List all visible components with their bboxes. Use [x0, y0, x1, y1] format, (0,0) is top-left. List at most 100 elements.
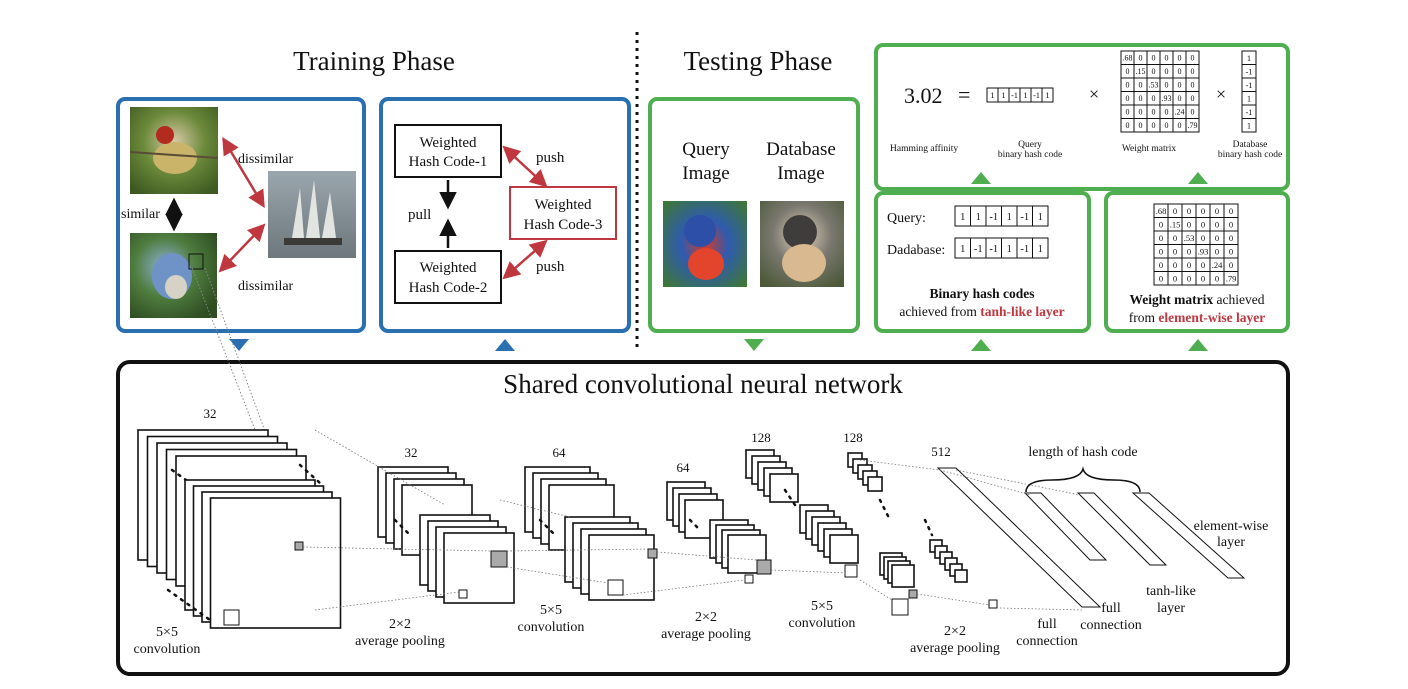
formula-weight-cell: 0 [1165, 108, 1169, 117]
element-wise-label-line2: layer [1217, 535, 1245, 550]
weight-matrix-cell: 0 [1229, 219, 1233, 229]
testing-phase-title: Testing Phase [684, 46, 833, 76]
formula-weight-cell: 0 [1152, 108, 1156, 117]
cnn-panel: Shared convolutional neural network 32 3… [116, 267, 1290, 676]
training-down-triangle [229, 339, 249, 351]
formula-weight-cell: 0 [1191, 94, 1195, 103]
connection-line-3 [506, 566, 609, 584]
connection-line-5 [499, 499, 571, 518]
pool1-depth: 32 [405, 445, 418, 460]
binary-db-label: Dadabase: [887, 243, 945, 258]
pool3-ellipsis-top [878, 498, 892, 522]
binary-up-triangle [971, 339, 991, 351]
formula-db-cell: -1 [1245, 80, 1252, 90]
formula-weight-cell: 0 [1126, 108, 1130, 117]
weight-matrix-cell: 0 [1187, 246, 1191, 256]
weight-caption-bold: Weight matrix [1130, 292, 1214, 307]
hash-code-3-line2: Hash Code-3 [524, 217, 603, 233]
tanh-label-line2: layer [1157, 601, 1185, 616]
pull-label: pull [408, 207, 431, 223]
cnn-layers [137, 429, 1246, 629]
connection-line-2 [314, 429, 446, 506]
receptive-field-box [188, 253, 204, 270]
goldfinch-body [153, 142, 197, 174]
binary-db-cell: -1 [1020, 244, 1029, 255]
connection-line-12 [939, 469, 1031, 496]
formula-weight-cell-border [1185, 118, 1200, 133]
binary-caption-line2: achieved from tanh-like layer [899, 304, 1064, 319]
formula-weight-cell: 0 [1126, 121, 1130, 130]
fc1-label-line1: full [1037, 617, 1057, 632]
formula-weight-cell: .93 [1162, 94, 1172, 103]
weight-matrix-cell: 0 [1159, 273, 1163, 283]
conv3-depth: 128 [751, 430, 771, 445]
formula-weight-cell: 0 [1139, 94, 1143, 103]
weight-matrix-cell: 0 [1229, 206, 1233, 216]
weight-caption-rest: achieved [1213, 292, 1265, 307]
pool1-op-label: average pooling [355, 634, 445, 649]
element-wise-strip [1131, 492, 1246, 579]
pool2-op-label: average pooling [661, 627, 751, 642]
connection-line-13 [955, 469, 1081, 496]
conv3-kernel-label: 5×5 [811, 599, 833, 614]
database-image-label-line2: Image [777, 163, 824, 184]
weight-matrix-cell: 0 [1201, 260, 1205, 270]
weight-matrix-cell: 0 [1159, 260, 1163, 270]
conv3-ellipsis [783, 488, 797, 507]
weight-matrix-cell: .68 [1156, 206, 1167, 216]
pool3-op-label: average pooling [910, 641, 1000, 656]
weight-matrix-cell: .24 [1212, 260, 1223, 270]
goldfinch-head [156, 126, 174, 144]
similar-label: similar [121, 207, 160, 222]
fc2-label-line2: connection [1080, 618, 1141, 633]
fc-depth: 512 [931, 444, 951, 459]
fc-512-layer [936, 467, 1102, 608]
push-label-bottom: push [536, 259, 565, 275]
formula-weight-cell: 0 [1139, 108, 1143, 117]
parrot-head [684, 215, 716, 247]
database-image-label-line1: Database [766, 139, 836, 160]
connection-line-8 [770, 569, 849, 574]
pool2-patch [744, 574, 754, 584]
weight-matrix-cell: 0 [1159, 246, 1163, 256]
formula-weight-cell: .79 [1188, 121, 1198, 130]
formula-weight-cell: 0 [1191, 108, 1195, 117]
formula-weight-cell: 0 [1126, 67, 1130, 76]
formula-weight-cell: 0 [1152, 94, 1156, 103]
weight-matrix-cell: 0 [1215, 233, 1219, 243]
equals-sign: = [958, 82, 970, 107]
hamming-affinity-label: Hamming affinity [890, 143, 958, 154]
binary-query-cell: 1 [1007, 212, 1012, 223]
formula-weight-cell: 0 [1178, 67, 1182, 76]
conv3-feature-map [829, 534, 859, 564]
weight-matrix-cell: 0 [1173, 273, 1177, 283]
pool2-feature-map [727, 534, 767, 574]
hash-code-2-box [394, 250, 502, 304]
pool3-ellipsis-bottom [923, 518, 934, 537]
connection-line-11 [859, 459, 941, 471]
formula-weight-cell: 0 [1191, 54, 1195, 63]
formula-query-cell: 1 [990, 90, 994, 100]
pool3-feature-map [891, 564, 915, 588]
formula-query-cell-border [1041, 87, 1054, 103]
weight-caption-layer: element-wise layer [1158, 310, 1265, 325]
weight-matrix-cell: .79 [1226, 273, 1237, 283]
formula-weight-cell: 0 [1139, 54, 1143, 63]
sailboat-hull [284, 238, 342, 245]
connection-line-4 [506, 548, 649, 552]
weight-caption-line1: Weight matrix achieved [1130, 292, 1265, 307]
formula-weight-cell: .53 [1149, 81, 1159, 90]
fc1-label-line2: connection [1016, 634, 1077, 649]
weight-caption-prefix: from [1129, 310, 1159, 325]
conv2-kernel [647, 548, 658, 559]
pool3-feature-map-small [954, 569, 968, 583]
weight-matrix-cell: 0 [1187, 260, 1191, 270]
formula-weight-cell: 0 [1178, 94, 1182, 103]
weight-matrix-cell: 0 [1187, 219, 1191, 229]
formula-query-cell: -1 [1011, 90, 1018, 100]
